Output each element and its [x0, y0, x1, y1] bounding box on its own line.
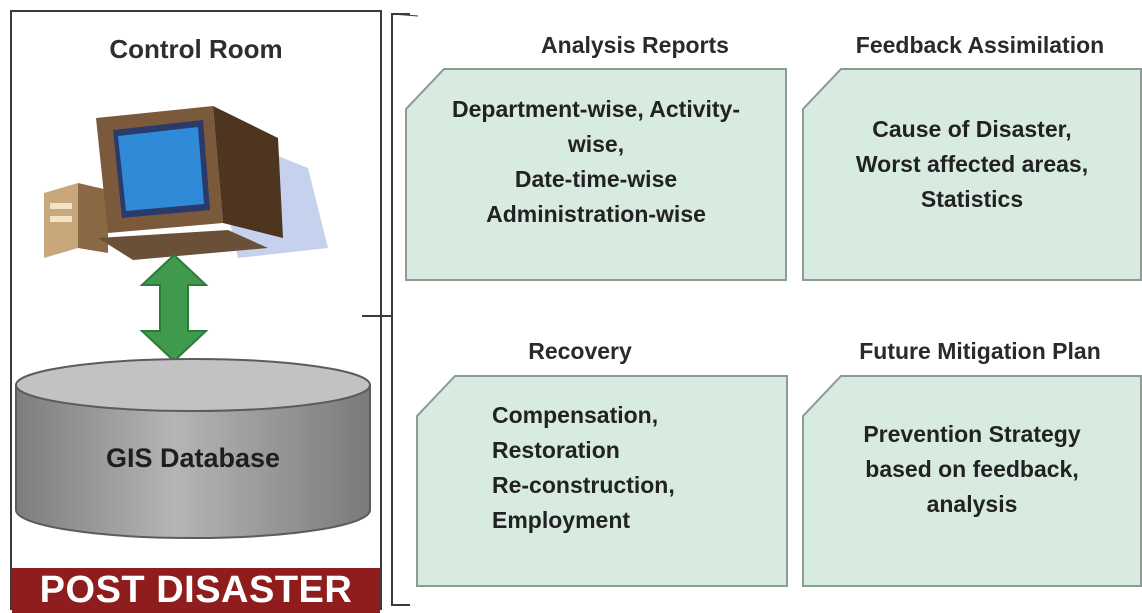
recovery-heading: Recovery [528, 338, 632, 364]
future-mitigation-text: Prevention Strategy based on feedback, a… [863, 421, 1081, 517]
gis-database-label: GIS Database [105, 443, 281, 473]
recovery-card [416, 375, 788, 587]
computer-icon [44, 106, 328, 260]
bidirectional-arrow-icon [139, 253, 209, 363]
analysis-reports-text: Department-wise, Activity- wise, Date-ti… [452, 96, 740, 227]
analysis-reports-card [405, 68, 787, 281]
database-cylinder-icon [15, 358, 371, 539]
feedback-assimilation-card [802, 68, 1142, 281]
post-disaster-banner: POST DISASTER [12, 568, 380, 613]
control-room-title: Control Room [109, 34, 283, 64]
future-mitigation-heading: Future Mitigation Plan [859, 338, 1101, 364]
future-mitigation-card [802, 375, 1142, 587]
recovery-text: Compensation, Restoration Re-constructio… [492, 402, 675, 533]
bracket-connector [362, 13, 418, 606]
analysis-reports-heading: Analysis Reports [541, 32, 729, 58]
feedback-assimilation-text: Cause of Disaster, Worst affected areas,… [855, 116, 1089, 212]
feedback-assimilation-heading: Feedback Assimilation [855, 32, 1105, 58]
